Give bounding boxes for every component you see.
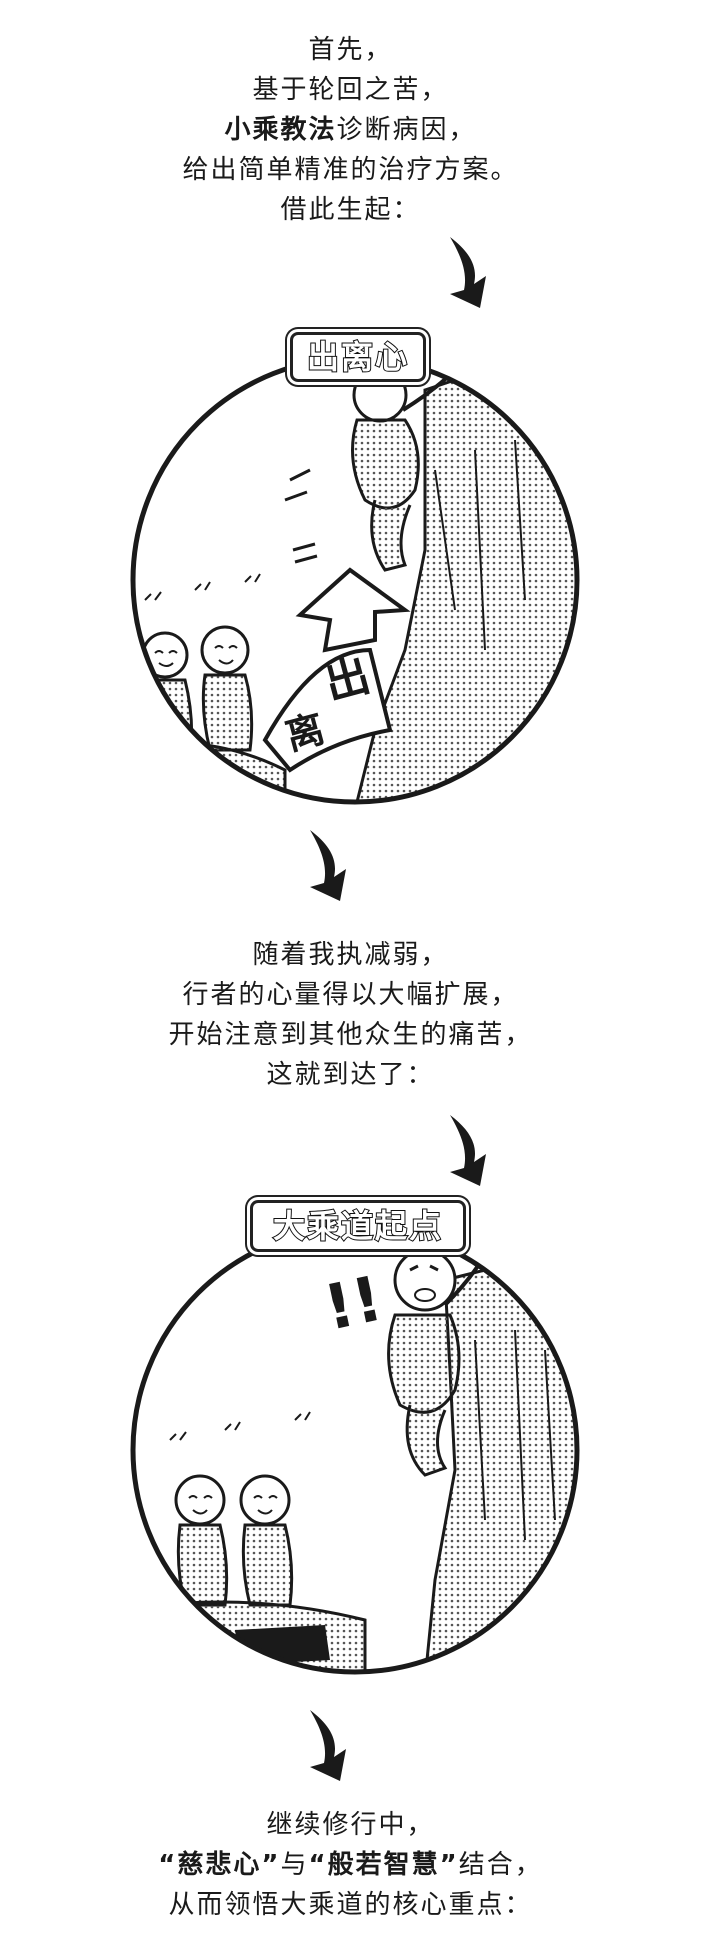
text-line: 从而领悟大乘道的核心重点： <box>168 1890 533 1920</box>
label-mahayana-start: 大乘道起点 <box>250 1200 466 1252</box>
arrow-down-icon <box>310 830 346 901</box>
bold-term: 小乘教法 <box>224 115 337 145</box>
bold-term: “般若智慧” <box>308 1850 459 1880</box>
mid-text: 随着我执减弱， 行者的心量得以大幅扩展， 开始注意到其他众生的痛苦， 这就到达了… <box>0 935 701 1095</box>
text-line: 这就到达了： <box>266 1060 435 1090</box>
text-line: 基于轮回之苦， <box>252 75 449 105</box>
text-fragment: 结合， <box>458 1850 543 1880</box>
text-line: 继续修行中， <box>266 1810 435 1840</box>
text-line: 行者的心量得以大幅扩展， <box>182 980 519 1010</box>
scene-renunciation: 出 离 <box>125 350 585 810</box>
comic-illustration: 出 离 <box>130 355 580 805</box>
text-line: 借此生起： <box>280 195 421 225</box>
label-renunciation: 出离心 <box>290 332 426 382</box>
scene-mahayana-start: !! <box>125 1220 585 1680</box>
arrow-down-icon <box>310 1710 346 1781</box>
text-line: 随着我执减弱， <box>252 940 449 970</box>
text-line: “慈悲心”与“般若智慧”结合， <box>0 1845 701 1885</box>
comic-illustration: !! <box>130 1225 580 1675</box>
text-line: 给出简单精准的治疗方案。 <box>182 155 519 185</box>
text-line: 小乘教法诊断病因， <box>0 110 701 150</box>
text-fragment: 与 <box>280 1850 309 1880</box>
arrow-down-icon <box>450 1115 486 1186</box>
text-line: 开始注意到其他众生的痛苦， <box>168 1020 533 1050</box>
text-fragment: 诊断病因， <box>336 115 477 145</box>
arrow-down-icon <box>450 237 486 308</box>
intro-text: 首先， 基于轮回之苦， 小乘教法诊断病因， 给出简单精准的治疗方案。 借此生起： <box>0 30 701 230</box>
closing-text: 继续修行中， “慈悲心”与“般若智慧”结合， 从而领悟大乘道的核心重点： <box>0 1805 701 1925</box>
text-line: 首先， <box>308 35 393 65</box>
bold-term: “慈悲心” <box>158 1850 281 1880</box>
